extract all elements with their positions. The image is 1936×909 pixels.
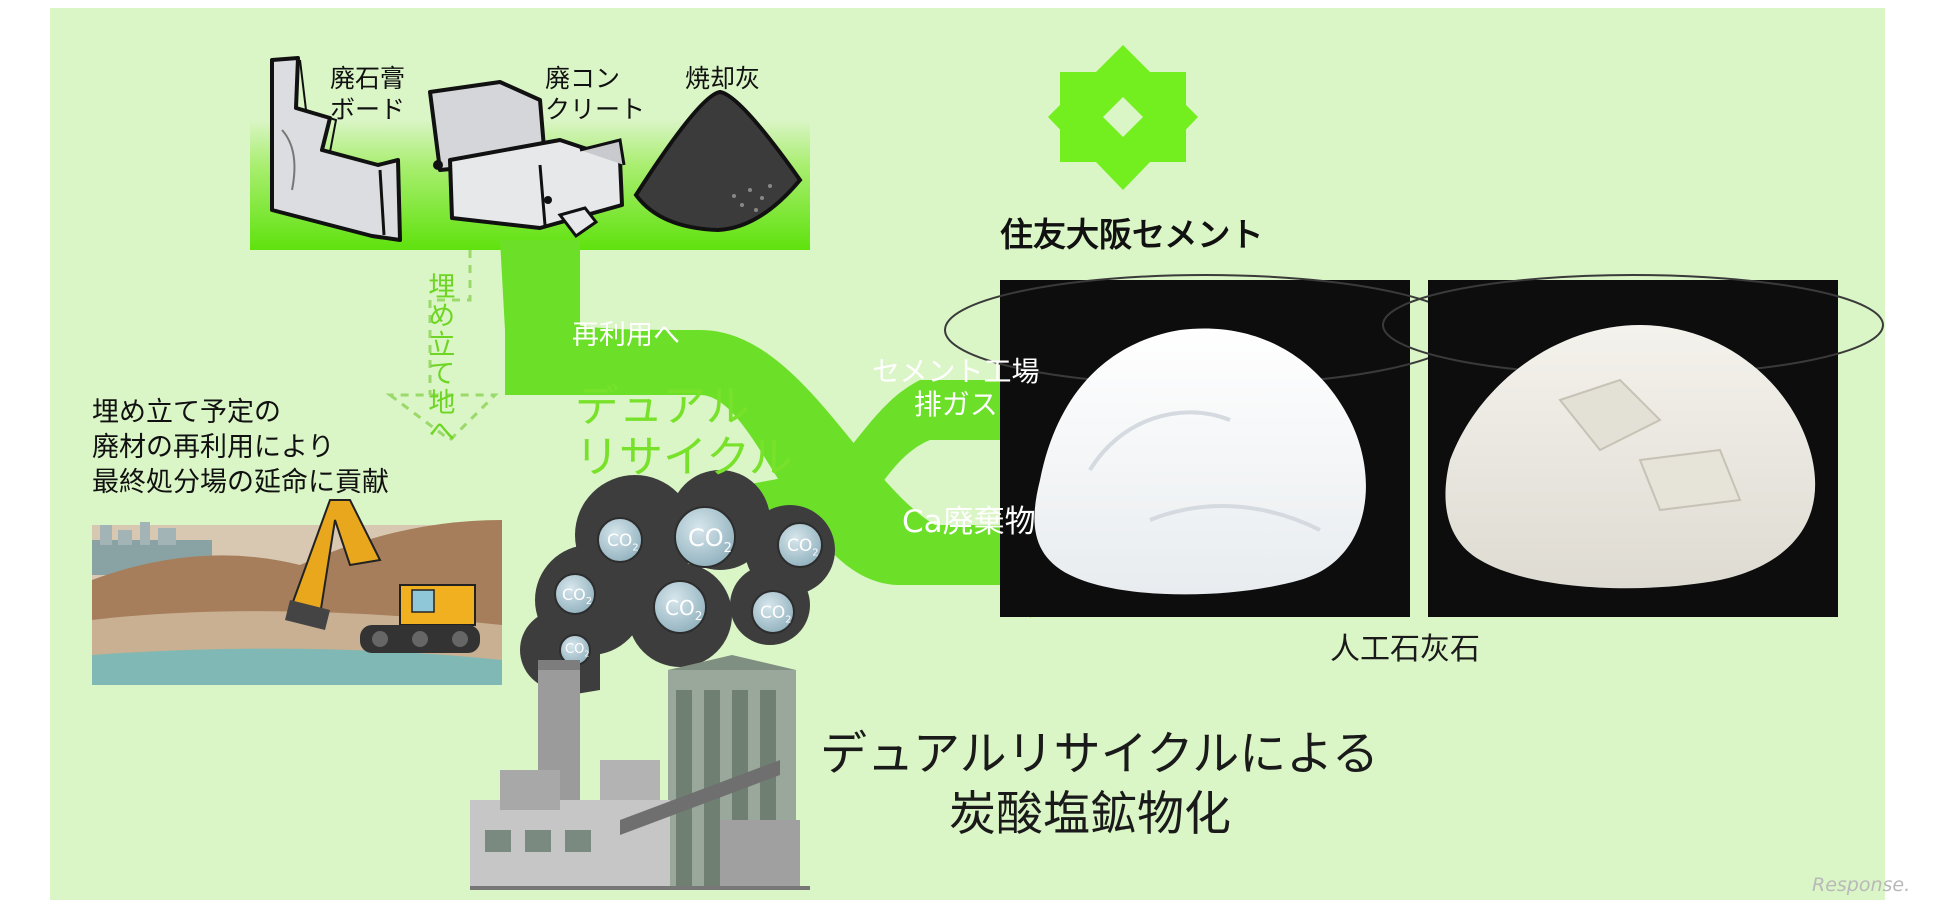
label-waste-concrete: 廃コンクリート <box>545 64 646 124</box>
reuse-flow-band <box>505 240 1090 618</box>
photo-artificial-limestone-2 <box>1382 274 1884 617</box>
product-caption: 人工石灰石 <box>1330 632 1480 667</box>
co2-label: CO2 <box>665 596 703 623</box>
label-cement-exhaust: セメント工場排ガス <box>872 355 1040 422</box>
exhaust-flow-band <box>540 345 1090 650</box>
landfill-dashed-arrow <box>385 250 547 442</box>
brand-name: 住友大阪セメント <box>1000 215 1264 254</box>
label-to-landfill: 埋め立て地へ <box>423 272 455 446</box>
label-ca-waste: Ca廃棄物 <box>902 504 1036 540</box>
ash-illustration <box>633 89 803 233</box>
concrete-illustration <box>428 80 626 239</box>
label-incineration-ash: 焼却灰 <box>685 64 761 93</box>
diagram-title: デュアルリサイクルによる炭酸塩鉱物化 <box>820 727 1379 843</box>
co2-label: CO2 <box>562 585 593 608</box>
co2-label: CO2 <box>787 536 819 559</box>
label-reuse: 再利用へ <box>572 320 680 351</box>
landfill-note: 埋め立て予定の廃材の再利用により最終処分場の延命に貢献 <box>92 397 389 499</box>
co2-label: CO2 <box>760 603 792 626</box>
cement-factory-illustration <box>470 655 810 890</box>
co2-label: CO2 <box>565 642 590 659</box>
sumitomo-osaka-cement-logo <box>1048 45 1198 190</box>
gypsum-board-illustration <box>270 56 402 242</box>
co2-label: CO2 <box>688 524 732 556</box>
label-dual-recycle: デュアルリサイクル <box>575 381 793 483</box>
watermark: Response. <box>1812 874 1911 896</box>
landfill-scene <box>92 499 502 685</box>
photo-artificial-limestone-1 <box>944 274 1466 617</box>
co2-label: CO2 <box>607 531 639 554</box>
label-gypsum-board: 廃石膏ボード <box>330 64 406 124</box>
co2-bubbles <box>554 506 823 666</box>
